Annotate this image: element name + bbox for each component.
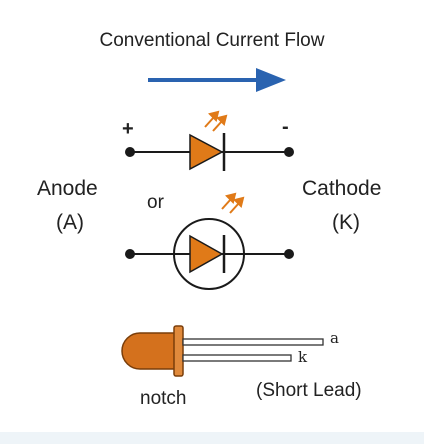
lead-a-label: a [330, 329, 339, 347]
plus-sign: + [122, 118, 134, 140]
light-emission-icon [221, 192, 245, 214]
diode-symbol-plain [125, 110, 294, 171]
cathode-symbol-label: (K) [332, 211, 360, 234]
notch-label: notch [140, 388, 187, 409]
anode-terminal [125, 147, 135, 157]
minus-sign: - [282, 116, 289, 138]
anode-symbol-label: (A) [56, 211, 84, 234]
anode-terminal [125, 249, 135, 259]
cathode-terminal [284, 147, 294, 157]
led-body [121, 332, 177, 370]
lead-k [182, 354, 292, 362]
diagram-title: Conventional Current Flow [99, 30, 325, 51]
led-physical [121, 325, 324, 377]
cathode-terminal [284, 249, 294, 259]
anode-label: Anode [37, 177, 98, 200]
short-lead-label: (Short Lead) [256, 380, 362, 401]
bottom-band [0, 432, 424, 444]
lead-a [182, 338, 324, 346]
current-flow-arrow [148, 68, 286, 92]
cathode-label: Cathode [302, 177, 382, 200]
diode-symbol-circled [125, 192, 294, 290]
or-label: or [147, 192, 164, 213]
led-rim-notch [173, 325, 184, 377]
light-emission-icon [204, 110, 228, 132]
lead-k-label: k [298, 348, 308, 366]
